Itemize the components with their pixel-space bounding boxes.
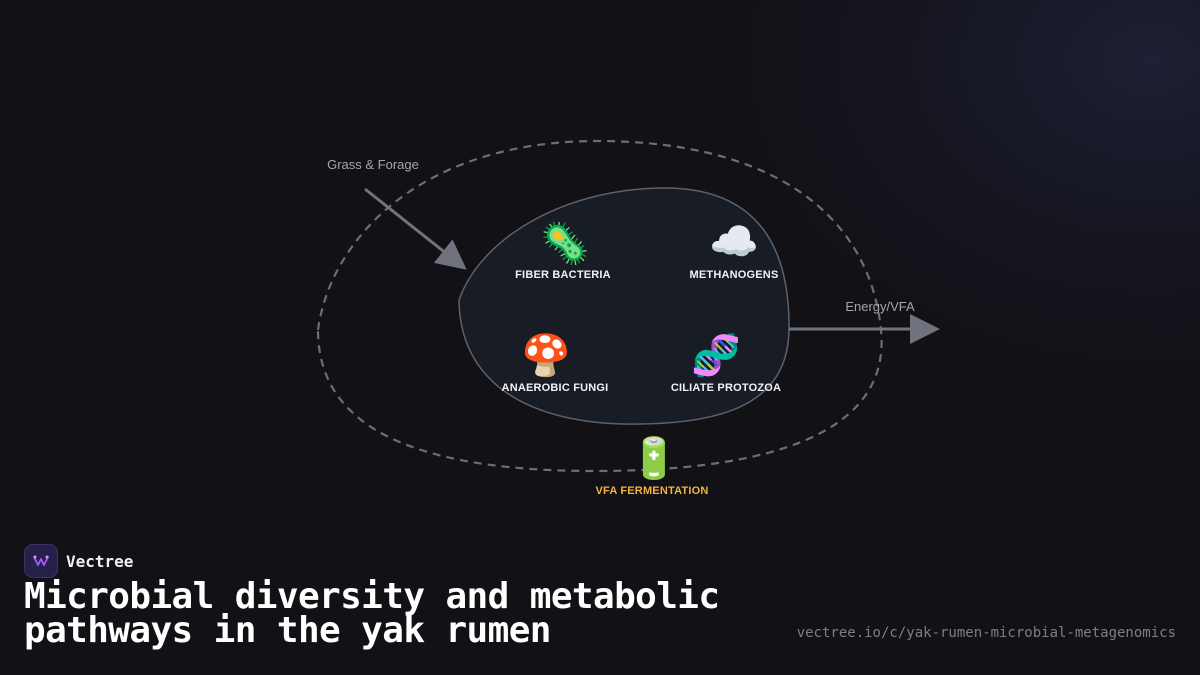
vectree-logo-icon bbox=[24, 544, 58, 578]
node-anaerobic-fungi: 🍄 ANAEROBIC FUNGI bbox=[502, 332, 609, 394]
node-ciliate-protozoa: 🧬 CILIATE PROTOZOA bbox=[671, 331, 781, 394]
mushroom-icon: 🍄 bbox=[521, 332, 571, 378]
node-label: ANAEROBIC FUNGI bbox=[502, 382, 609, 394]
battery-icon: 🔋 bbox=[629, 435, 679, 481]
page-title: Microbial diversity and metabolic pathwa… bbox=[24, 576, 720, 651]
node-label: CILIATE PROTOZOA bbox=[671, 382, 781, 394]
output-label: Energy/VFA bbox=[845, 299, 915, 314]
cloud-icon: ☁️ bbox=[709, 220, 759, 264]
node-label: FIBER BACTERIA bbox=[515, 269, 611, 281]
node-fiber-bacteria: 🦠 FIBER BACTERIA bbox=[515, 220, 611, 281]
brand-name: Vectree bbox=[66, 551, 134, 571]
source-url[interactable]: vectree.io/c/yak-rumen-microbial-metagen… bbox=[796, 625, 1176, 641]
input-label: Grass & Forage bbox=[327, 157, 419, 172]
process-vfa-fermentation: 🔋 VFA FERMENTATION bbox=[596, 435, 709, 497]
node-label: METHANOGENS bbox=[690, 269, 779, 281]
dna-icon: 🧬 bbox=[691, 331, 741, 379]
process-label: VFA FERMENTATION bbox=[596, 485, 709, 497]
brand: Vectree bbox=[24, 544, 133, 578]
microbe-icon: 🦠 bbox=[540, 220, 590, 266]
node-methanogens: ☁️ METHANOGENS bbox=[690, 220, 779, 281]
input-arrow bbox=[364, 187, 467, 270]
